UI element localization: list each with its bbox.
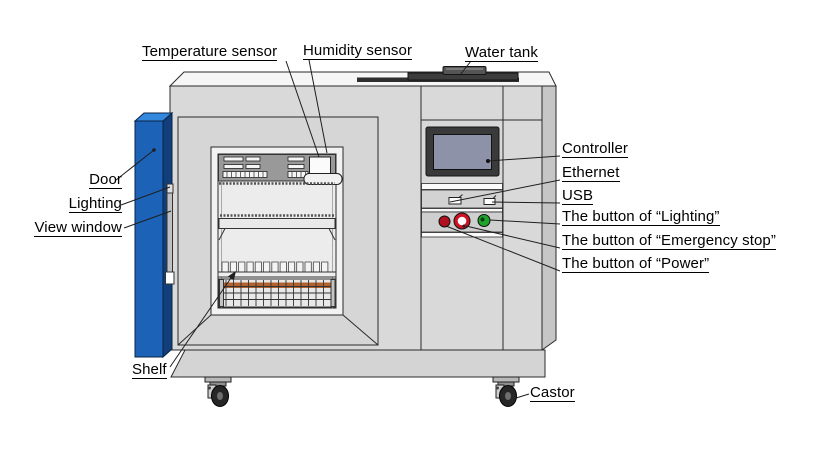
callout-arrow-shelf <box>228 271 236 281</box>
castor-right <box>492 376 520 407</box>
callout-line-usb <box>491 201 561 204</box>
panel-seam-lines <box>420 86 542 350</box>
ethernet-port-pin <box>458 194 463 198</box>
mid-shelf-legs <box>218 228 336 241</box>
label-humidity-sensor: Humidity sensor <box>303 42 413 60</box>
shelf-bar <box>217 271 337 278</box>
vent-slot <box>223 156 244 162</box>
callout-line-view-window <box>123 210 172 229</box>
water-tank-lid <box>442 66 487 75</box>
vent-grille-ticks <box>291 172 306 177</box>
controller-screen[interactable] <box>433 134 492 170</box>
panel-band <box>421 232 503 238</box>
callout-line-controller <box>487 155 561 162</box>
label-shelf: Shelf <box>132 361 167 379</box>
label-water-tank: Water tank <box>465 44 538 62</box>
power-button[interactable] <box>438 215 451 228</box>
label-temperature-sensor: Temperature sensor <box>142 43 278 61</box>
castor-plate <box>492 376 520 383</box>
view-window-strip <box>166 192 173 273</box>
callout-line-temperature-sensor <box>285 60 320 158</box>
label-view-window: View window <box>34 219 122 237</box>
callout-lines <box>115 59 561 399</box>
label-castor: Castor <box>530 384 575 402</box>
recess-perspective-lines <box>177 314 379 346</box>
control-panel <box>421 126 503 238</box>
view-window-cap <box>165 271 175 285</box>
callout-line-door <box>115 149 155 181</box>
callout-line-button-power <box>445 225 561 272</box>
label-usb: USB <box>562 187 594 205</box>
mid-shelf-board <box>218 218 336 229</box>
vent-slot <box>287 164 305 169</box>
callout-line-lighting <box>120 186 171 206</box>
ports-strip <box>421 189 503 209</box>
callout-line-water-tank <box>459 60 472 76</box>
castor-plate <box>204 376 232 383</box>
callout-dot-door <box>152 148 156 152</box>
vent-slot <box>287 156 305 162</box>
temperature-sensor-probe <box>303 173 343 185</box>
castor-bolt <box>496 386 499 390</box>
callout-line-button-lighting <box>489 219 561 225</box>
usb-port-pin <box>492 195 497 199</box>
castor-hub <box>217 392 223 400</box>
vent-slot <box>223 164 244 169</box>
emergency-stop-button-dot <box>462 224 466 228</box>
basket-grid-horizontal <box>220 286 334 300</box>
door-lighting-unit <box>166 183 174 194</box>
basket-end-cap <box>219 279 224 307</box>
panel-band <box>421 208 503 213</box>
door <box>133 111 175 359</box>
label-button-emergency-stop: The button of “Emergency stop” <box>562 232 776 250</box>
basket-end-cap <box>330 279 336 307</box>
door-front-face <box>134 120 164 358</box>
label-door: Door <box>89 171 122 189</box>
body-base <box>170 349 546 378</box>
label-button-power: The button of “Power” <box>562 255 710 273</box>
vent-slot <box>245 156 261 162</box>
emergency-stop-button-center <box>457 216 467 226</box>
castor-bolt <box>208 386 211 390</box>
label-ethernet: Ethernet <box>562 164 620 182</box>
label-lighting: Lighting <box>68 195 122 213</box>
callout-line-shelf <box>169 274 234 368</box>
castor-left <box>204 376 232 407</box>
callout-line-castor <box>515 393 530 399</box>
callout-line-humidity-sensor <box>308 59 328 154</box>
body-side-face <box>541 85 557 351</box>
vent-slot <box>245 164 261 169</box>
label-button-lighting: The button of “Lighting” <box>562 208 720 226</box>
usb-port[interactable] <box>483 198 496 205</box>
label-controller: Controller <box>562 140 629 158</box>
castor-hub <box>505 392 511 400</box>
lighting-button-dot <box>480 217 485 222</box>
basket-samples <box>224 282 331 288</box>
callout-line-ethernet <box>449 179 561 203</box>
callout-line-button-emergency <box>465 225 561 249</box>
panel-band <box>421 183 503 190</box>
vent-grille-ticks <box>226 172 264 177</box>
